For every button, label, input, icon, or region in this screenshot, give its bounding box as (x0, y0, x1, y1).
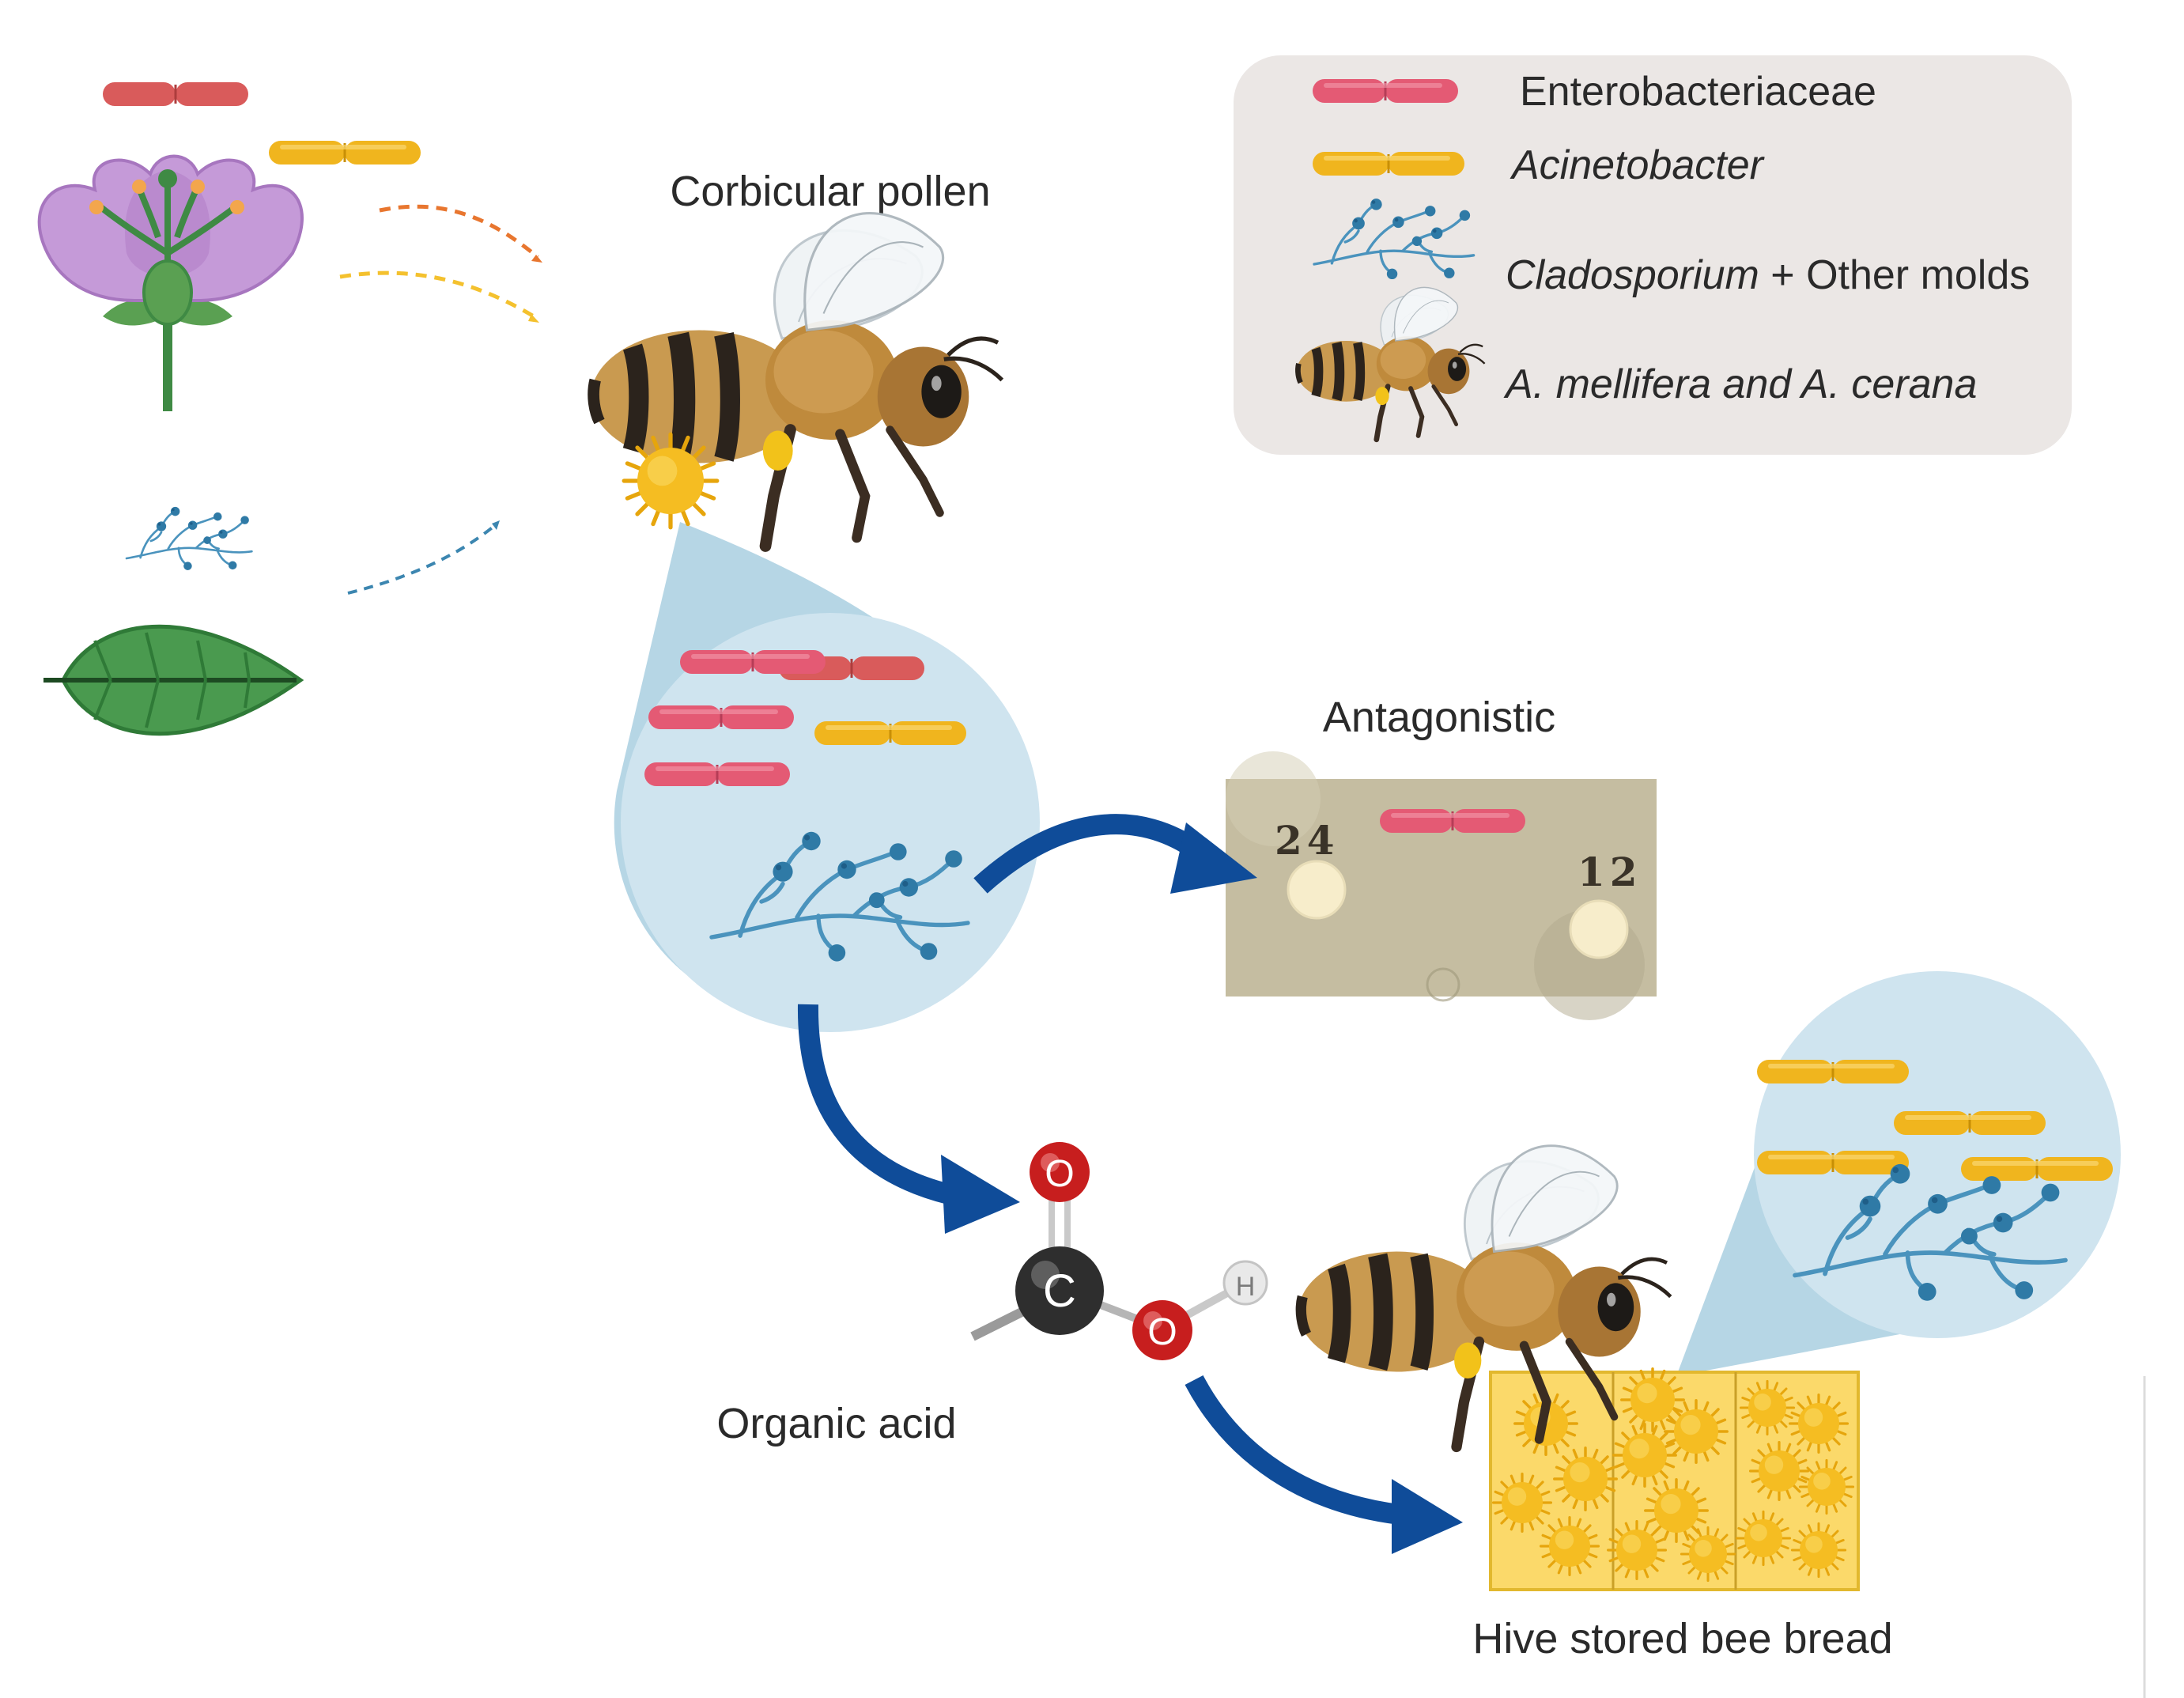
label-antagonistic: Antagonistic (1323, 694, 1555, 741)
enterobacteriaceae-rod-plate (1378, 807, 1527, 834)
enterobacteriaceae-rod (643, 761, 792, 788)
label-organic-acid: Organic acid (716, 1400, 956, 1447)
flower-icon (37, 154, 304, 411)
enterobacteriaceae-rod (647, 704, 795, 731)
arrow-to-bee-bread (1185, 1375, 1401, 1525)
atom-carbon: C (1043, 1265, 1076, 1317)
legend-swatch-enterobacteriaceae (1311, 78, 1460, 104)
atom-oxygen-right: O (1147, 1311, 1177, 1353)
acinetobacter-rod (1755, 1058, 1910, 1085)
legend-label-acinetobacter: Acinetobacter (1510, 142, 1766, 188)
mold-icon-source (125, 505, 253, 572)
agar-plate-icon (1226, 751, 1657, 1020)
legend-label-other-molds: + Other molds (1759, 252, 2030, 298)
leaf-icon (43, 624, 304, 736)
enterobacteriaceae-rod (678, 649, 827, 675)
acinetobacter-rod (1892, 1110, 2047, 1136)
legend-label-bee: A. mellifera and A. cerana (1503, 361, 1977, 407)
atom-hydrogen: H (1236, 1272, 1256, 1302)
label-corbicular-pollen: Corbicular pollen (670, 168, 990, 215)
enterobacteriaceae-rod-source (101, 81, 250, 108)
plate-number-right: 12 (1578, 849, 1642, 895)
legend-swatch-acinetobacter (1311, 150, 1466, 177)
legend-label-enterobacteriaceae: Enterobacteriaceae (1520, 69, 1876, 115)
acinetobacter-rod (1959, 1155, 2114, 1182)
pollen-ball-icon (624, 434, 717, 528)
arrow-to-organic-acid (797, 1004, 952, 1204)
legend-label-cladosporium-row: Cladosporium + Other molds (1506, 252, 2030, 298)
acinetobacter-rod (1755, 1149, 1910, 1176)
plate-number-left: 24 (1275, 817, 1339, 864)
atom-oxygen-top: O (1045, 1153, 1074, 1195)
legend-label-cladosporium: Cladosporium (1506, 252, 1759, 298)
arrow-to-antagonistic (973, 814, 1208, 894)
acinetobacter-rod-source (267, 139, 422, 166)
source-flow-arrow-entero (379, 204, 539, 259)
legend (1234, 55, 2072, 455)
label-hive-bee-bread: Hive stored bee bread (1472, 1615, 1892, 1662)
organic-acid-molecule-icon (970, 1142, 1268, 1360)
acinetobacter-rod (813, 720, 968, 747)
source-flow-arrow-acineto (339, 270, 535, 319)
source-flow-arrow-mold (347, 524, 496, 595)
